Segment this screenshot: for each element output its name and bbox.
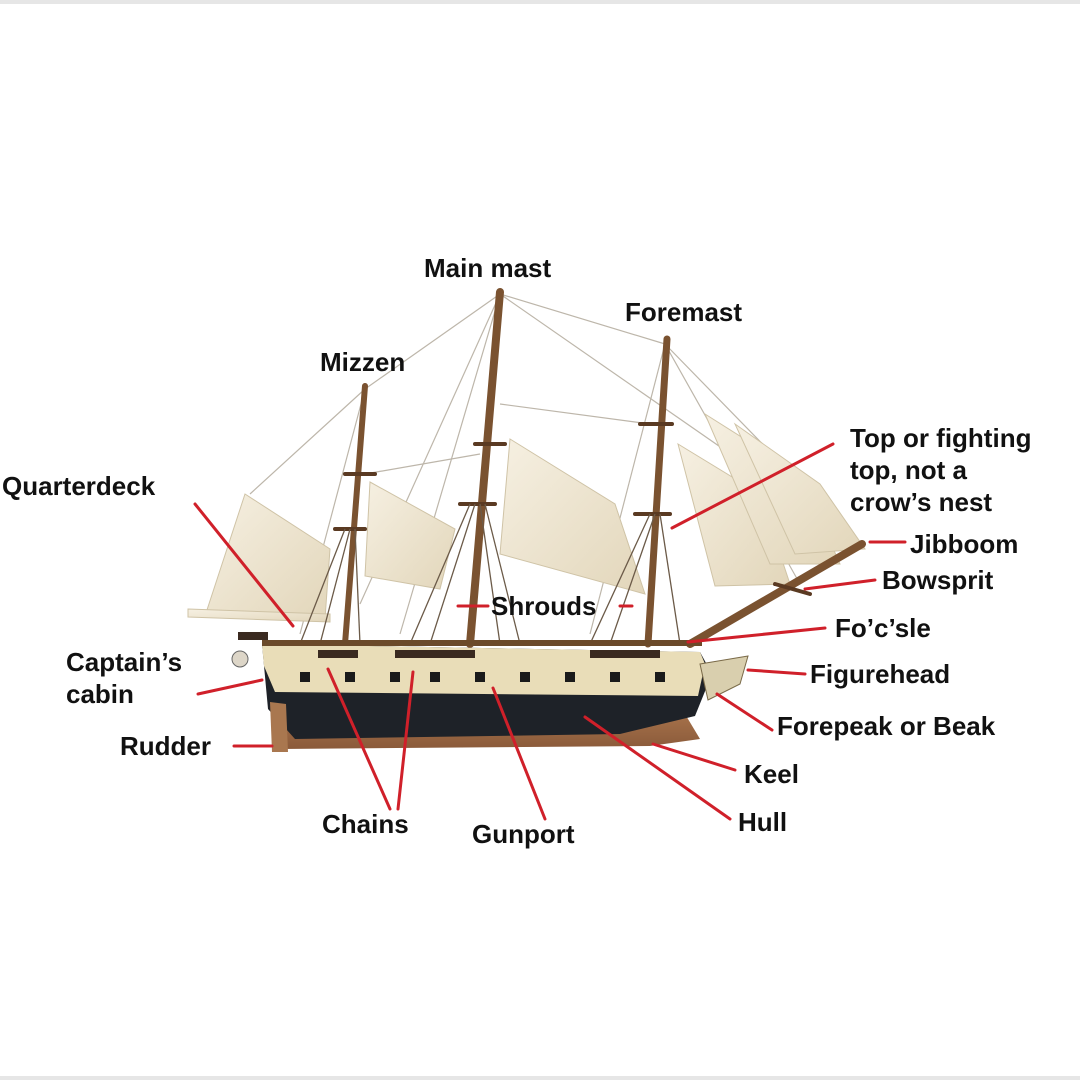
- label-mizzen: Mizzen: [320, 347, 406, 377]
- label-jibboom: Jibboom: [910, 529, 1019, 559]
- label-hull: Hull: [738, 807, 788, 837]
- mizzen-staysail: [364, 481, 456, 590]
- leader-keel: [651, 742, 737, 772]
- rail: [262, 640, 702, 646]
- leader-bowsprit: [803, 578, 877, 591]
- hull-group: [262, 640, 749, 752]
- leader-gunport: [491, 686, 547, 821]
- label-gunport: Gunport: [472, 819, 575, 849]
- leader-hull: [583, 715, 732, 821]
- leader-focsle: [686, 626, 827, 644]
- leader-lines: [193, 442, 907, 821]
- label-figurehead: Figurehead: [810, 659, 951, 689]
- gunports: [300, 672, 665, 682]
- stern-davit: [238, 632, 268, 640]
- leader-top: [670, 442, 835, 530]
- sails: [187, 412, 866, 623]
- leader-forepeak: [715, 692, 774, 732]
- label-foremast: Foremast: [625, 297, 743, 327]
- leader-chains-1: [326, 667, 392, 811]
- mizzen-mast: [342, 383, 368, 647]
- label-rudder: Rudder: [120, 731, 211, 761]
- label-bowsprit: Bowsprit: [882, 565, 994, 595]
- stern-lantern: [231, 650, 249, 668]
- figurehead-shape: [699, 655, 749, 701]
- chain-plates: [318, 650, 660, 658]
- main-staysail: [499, 438, 646, 595]
- label-main-mast: Main mast: [424, 253, 552, 283]
- bowsprit-spar: [686, 540, 866, 648]
- label-quarterdeck: Quarterdeck: [2, 471, 156, 501]
- leader-figurehead: [746, 668, 807, 676]
- label-shrouds: Shrouds: [491, 591, 597, 621]
- label-chains: Chains: [322, 809, 409, 839]
- leader-captains-cabin: [196, 678, 264, 696]
- leader-quarterdeck: [193, 502, 295, 628]
- ship-illustration: [187, 288, 907, 821]
- rudder-shape: [270, 702, 288, 752]
- label-focsle: Fo’c’sle: [835, 613, 931, 643]
- label-keel: Keel: [744, 759, 799, 789]
- spanker-sail: [204, 493, 331, 620]
- main-mast: [466, 288, 504, 648]
- shrouds-lines: [299, 503, 681, 645]
- label-top: Top or fighting top, not a crow’s nest: [850, 423, 1032, 517]
- label-captains-cabin: Captain’s cabin: [66, 647, 183, 709]
- fore-mast: [644, 335, 671, 648]
- leader-chains-2: [396, 670, 415, 811]
- masts: [342, 288, 866, 648]
- label-forepeak: Forepeak or Beak: [777, 711, 996, 741]
